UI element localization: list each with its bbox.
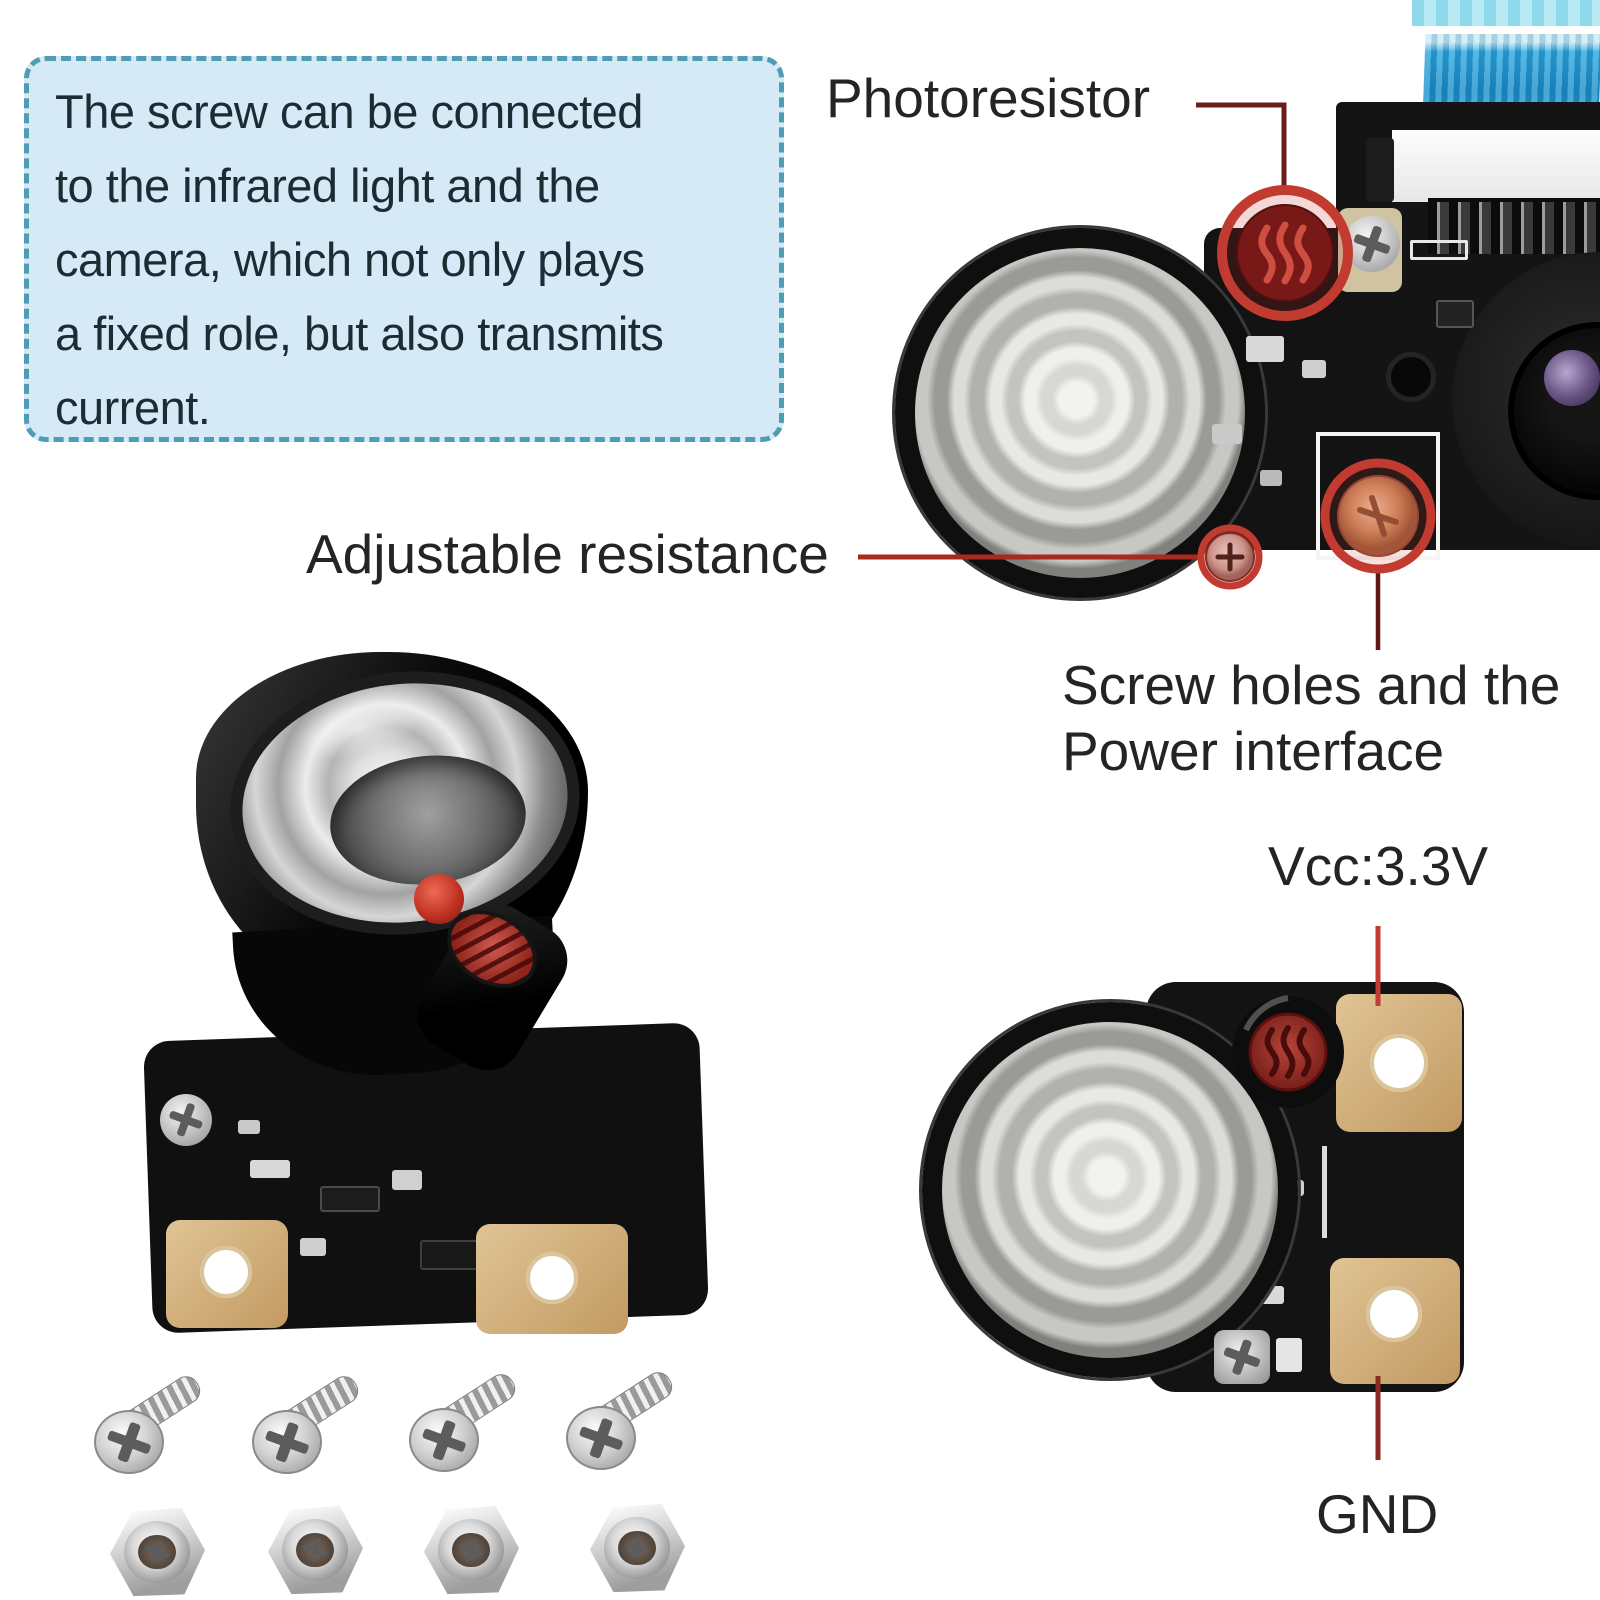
hex-nut <box>109 1507 206 1597</box>
ir-led-lens-front <box>922 1002 1298 1378</box>
screw-holes-label: Screw holes and the Power interface <box>1062 652 1560 784</box>
screw-hole <box>1386 352 1436 402</box>
nut-hole <box>452 1532 490 1568</box>
screw-hole <box>1366 1286 1422 1342</box>
screw-head <box>409 1408 479 1472</box>
nut-hole <box>138 1534 176 1570</box>
adjustable-resistor-trimmer <box>1214 1330 1270 1384</box>
screw-head <box>94 1410 164 1474</box>
ir-led-lens <box>895 228 1265 598</box>
screw-hole <box>526 1252 578 1304</box>
adjustable-resistor-screw <box>160 1094 212 1146</box>
info-box-line: to the infrared light and the <box>55 159 600 212</box>
screw-head <box>566 1406 636 1470</box>
smd-component <box>300 1238 326 1256</box>
camera-backplate <box>1392 130 1600 202</box>
silkscreen-mark <box>1410 240 1468 260</box>
nut-hole <box>618 1530 656 1566</box>
screw-hole <box>1370 1034 1428 1092</box>
gnd-pad <box>1330 1258 1460 1384</box>
mounting-screw <box>564 1362 694 1482</box>
ic-chip <box>320 1186 380 1212</box>
adjustable-resistance-label: Adjustable resistance <box>306 523 829 585</box>
photoresistor-leader-line <box>1196 102 1287 189</box>
mounting-screw <box>92 1366 222 1486</box>
screw-hole <box>200 1246 252 1298</box>
smd-component <box>1246 336 1284 362</box>
hex-nut <box>423 1505 520 1595</box>
ic-chip <box>420 1240 484 1270</box>
smd-component <box>238 1120 260 1134</box>
mounting-pad-left <box>166 1220 288 1328</box>
info-box: The screw can be connected to the infrar… <box>24 56 784 442</box>
header-pins <box>1428 198 1600 254</box>
ic-chip <box>1436 300 1474 328</box>
photoresistor-label: Photoresistor <box>826 67 1151 129</box>
smd-component <box>1276 1338 1302 1372</box>
hex-nut <box>589 1503 686 1593</box>
hex-nut <box>267 1505 364 1595</box>
vcc-label: Vcc:3.3V <box>1268 835 1489 897</box>
info-box-line: a fixed role, but also transmits <box>55 307 664 360</box>
silkscreen-line <box>1322 1146 1327 1238</box>
mounting-screw <box>407 1364 537 1484</box>
mounting-pad-right <box>476 1224 628 1334</box>
smd-component <box>1260 470 1282 486</box>
indicator-led <box>414 874 464 924</box>
screw-holes-label-line1: Screw holes and the <box>1062 654 1561 716</box>
smd-component <box>392 1170 422 1190</box>
info-box-line: current. <box>55 381 211 434</box>
connector-chip <box>1366 138 1394 202</box>
nut-hole <box>296 1532 334 1568</box>
smd-component <box>250 1160 290 1178</box>
screw-head <box>252 1410 322 1474</box>
smd-component <box>1302 360 1326 378</box>
smd-component <box>1212 424 1242 444</box>
vcc-pad <box>1336 994 1462 1132</box>
camera-lens-glint <box>1544 350 1600 406</box>
mounting-screw <box>250 1366 380 1486</box>
gnd-label: GND <box>1316 1483 1439 1545</box>
screw-holes-label-line2: Power interface <box>1062 720 1445 782</box>
info-box-line: camera, which not only plays <box>55 233 645 286</box>
info-box-line: The screw can be connected <box>55 85 643 138</box>
ribbon-cable-top-strip <box>1412 0 1600 26</box>
mounting-screw-on-board <box>1344 216 1400 272</box>
